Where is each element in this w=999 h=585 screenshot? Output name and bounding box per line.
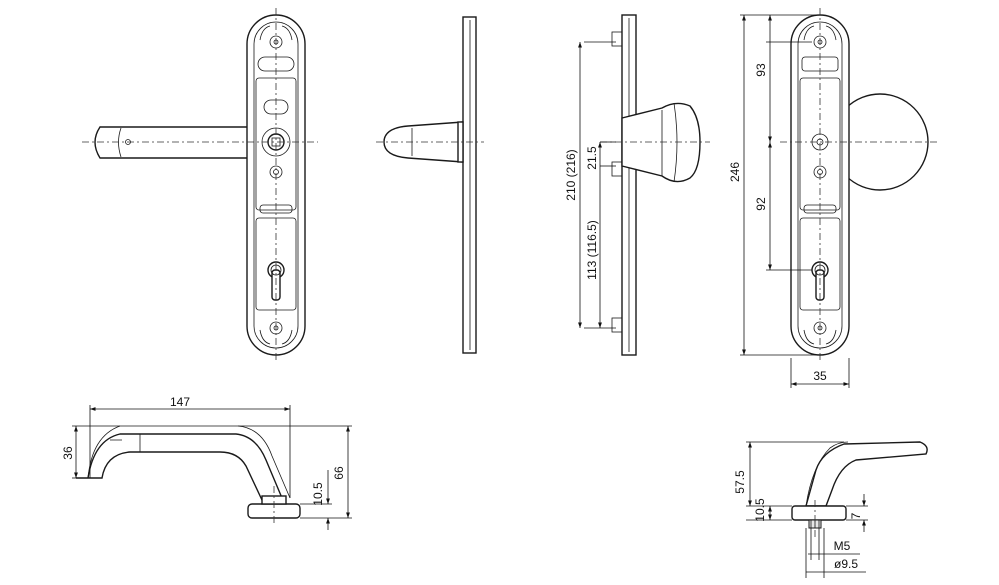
dim-cylinder-distance: 113 (116.5) bbox=[585, 220, 599, 280]
dim-upper-distance: 93 bbox=[754, 63, 768, 77]
dim-knob-plate-length: 246 bbox=[728, 162, 742, 182]
dim-plate-length: 210 (216) bbox=[564, 149, 578, 200]
dim-handle-length: 147 bbox=[170, 395, 190, 409]
dim-spindle-offset: 21.5 bbox=[585, 146, 599, 170]
dim-handle-height: 36 bbox=[61, 446, 75, 460]
knob-plate-side-view bbox=[600, 14, 710, 356]
lever-plate-front-view bbox=[82, 8, 318, 362]
dim-rose-thickness: 7 bbox=[849, 512, 863, 519]
side-view-dimensions bbox=[578, 41, 616, 329]
dim-total-height-left: 66 bbox=[332, 466, 346, 480]
dim-lower-distance: 92 bbox=[754, 197, 768, 211]
dim-plate-width: 35 bbox=[813, 369, 827, 383]
knob-handle-profile bbox=[791, 441, 928, 540]
knob-front-dimensions bbox=[740, 14, 850, 388]
lever-handle-profile bbox=[76, 425, 301, 526]
knob-plate-front-view bbox=[780, 8, 940, 362]
knob-profile-dimensions bbox=[746, 441, 868, 578]
dim-rose-height-right: 10.5 bbox=[753, 498, 767, 522]
dim-diameter: ø9.5 bbox=[834, 557, 858, 571]
dim-knob-handle-height: 57.5 bbox=[733, 470, 747, 494]
dim-thread: M5 bbox=[834, 539, 851, 553]
lever-plate-side-view bbox=[376, 16, 484, 354]
lever-profile-dimensions bbox=[72, 405, 352, 530]
dim-rose-height-left: 10.5 bbox=[311, 482, 325, 506]
